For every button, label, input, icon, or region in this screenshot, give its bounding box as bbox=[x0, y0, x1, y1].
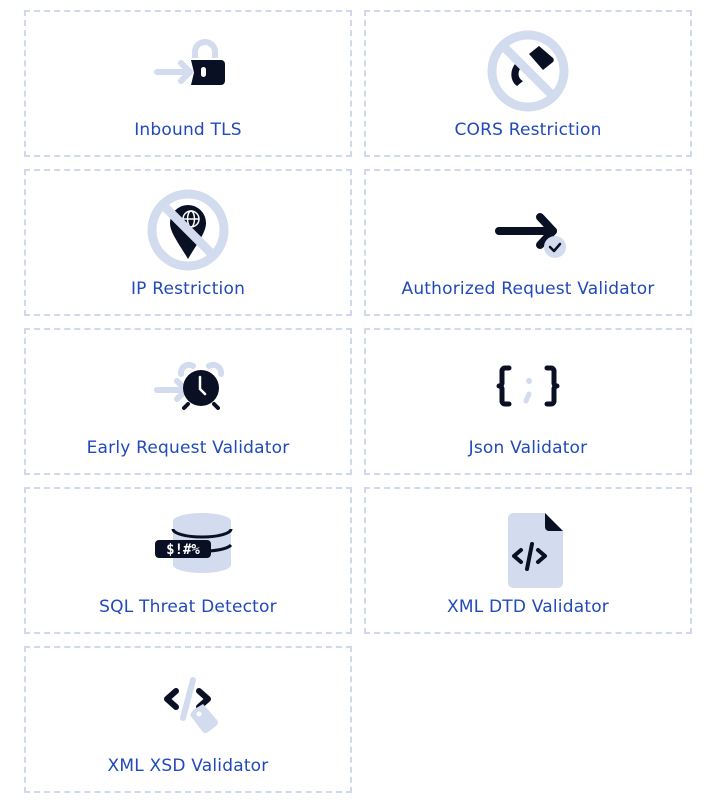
policy-card-inbound-tls[interactable]: Inbound TLS bbox=[24, 10, 352, 157]
json-braces-icon bbox=[483, 344, 573, 434]
database-symbols-icon: $!#% bbox=[143, 503, 233, 593]
policy-label: Json Validator bbox=[468, 438, 588, 458]
policy-label: Early Request Validator bbox=[86, 438, 290, 458]
policy-label: CORS Restriction bbox=[454, 120, 602, 140]
location-blocked-icon bbox=[143, 185, 233, 275]
policy-grid: Inbound TLS CORS Restriction bbox=[24, 10, 692, 793]
policy-label: XML XSD Validator bbox=[107, 756, 269, 776]
policy-card-xml-xsd-validator[interactable]: XML XSD Validator bbox=[24, 646, 352, 793]
policy-card-xml-dtd-validator[interactable]: XML DTD Validator bbox=[364, 487, 692, 634]
policy-card-cors-restriction[interactable]: CORS Restriction bbox=[364, 10, 692, 157]
policy-card-sql-threat-detector[interactable]: $!#% SQL Threat Detector bbox=[24, 487, 352, 634]
arrow-check-icon bbox=[483, 185, 573, 275]
policy-label: XML DTD Validator bbox=[447, 597, 609, 617]
policy-card-json-validator[interactable]: Json Validator bbox=[364, 328, 692, 475]
cors-blocked-icon bbox=[483, 26, 573, 116]
policy-label: Inbound TLS bbox=[134, 120, 242, 140]
policy-card-early-request-validator[interactable]: Early Request Validator bbox=[24, 328, 352, 475]
policy-label: Authorized Request Validator bbox=[401, 279, 655, 299]
lock-arrow-icon bbox=[143, 26, 233, 116]
policy-card-authorized-request-validator[interactable]: Authorized Request Validator bbox=[364, 169, 692, 316]
svg-text:$!#%: $!#% bbox=[166, 542, 200, 558]
code-file-icon bbox=[483, 503, 573, 593]
policy-label: SQL Threat Detector bbox=[99, 597, 277, 617]
alarm-clock-arrow-icon bbox=[143, 344, 233, 434]
code-tag-icon bbox=[143, 662, 233, 752]
policy-card-ip-restriction[interactable]: IP Restriction bbox=[24, 169, 352, 316]
policy-label: IP Restriction bbox=[130, 279, 246, 299]
